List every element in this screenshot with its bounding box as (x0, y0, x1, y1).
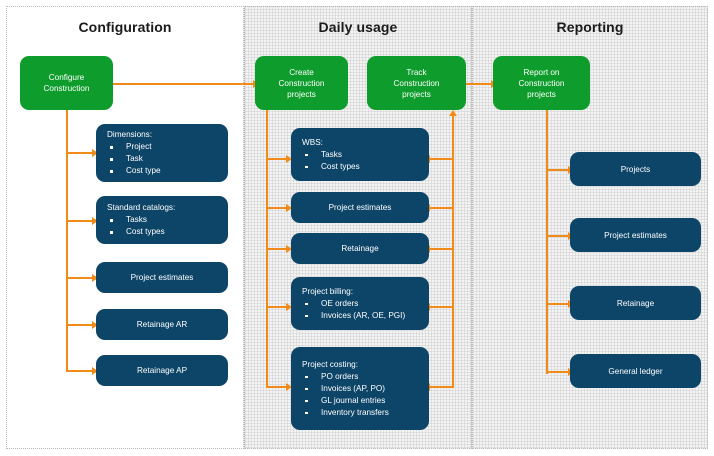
connector-track-branch-3 (430, 248, 454, 250)
node-label: Project estimates (130, 273, 194, 282)
list-item: Invoices (AR, OE, PGI) (302, 310, 429, 322)
connector-config-branch-2 (66, 220, 94, 222)
connector-create-branch-3 (266, 248, 288, 250)
node-bullet-list: Tasks Cost types (291, 149, 429, 173)
node-bullet-list: Project Task Cost type (96, 141, 228, 177)
node-heading: WBS: (302, 137, 323, 147)
node-label: Report on Construction projects (518, 67, 565, 99)
arrowhead-create-branch-1 (286, 155, 292, 163)
node-project-estimates-reporting[interactable]: Project estimates (570, 218, 701, 252)
list-item: OE orders (302, 298, 429, 310)
node-label: Retainage (616, 298, 655, 308)
arrowhead-config-branch-5 (92, 367, 98, 375)
list-item: Tasks (302, 149, 429, 161)
node-project-costing[interactable]: Project costing: PO orders Invoices (AP,… (291, 347, 429, 430)
node-retainage-ap[interactable]: Retainage AP (96, 355, 228, 386)
list-item: GL journal entries (302, 395, 429, 407)
connector-create-branch-5 (266, 386, 288, 388)
connector-report-branch-3 (546, 303, 570, 305)
connector-track-branch-1 (430, 158, 454, 160)
connector-track-branch-5 (430, 386, 454, 388)
connector-track-trunk (452, 116, 454, 388)
connector-config-trunk (66, 110, 68, 372)
connector-report-trunk (546, 110, 548, 374)
list-item: Cost type (107, 165, 228, 177)
connector-create-branch-1 (266, 158, 288, 160)
node-label: Configure Construction (43, 73, 90, 93)
connector-config-branch-5 (66, 370, 94, 372)
arrowhead-track-trunk (449, 110, 457, 116)
node-label: Retainage AP (136, 366, 188, 375)
node-label: Projects (620, 164, 651, 174)
node-label: Project estimates (604, 230, 667, 240)
list-item: Invoices (AP, PO) (302, 383, 429, 395)
node-retainage-daily[interactable]: Retainage (291, 233, 429, 264)
node-label: Retainage AR (136, 320, 188, 329)
node-project-estimates-config[interactable]: Project estimates (96, 262, 228, 293)
node-label: Project estimates (328, 203, 392, 212)
node-dimensions[interactable]: Dimensions: Project Task Cost type (96, 124, 228, 182)
column-title-reporting: Reporting (556, 19, 624, 35)
node-retainage-ar[interactable]: Retainage AR (96, 309, 228, 340)
connector-report-branch-4 (546, 371, 570, 373)
list-item: Project (107, 141, 228, 153)
list-item: Task (107, 153, 228, 165)
node-projects[interactable]: Projects (570, 152, 701, 186)
node-label: Retainage (341, 244, 379, 253)
node-general-ledger[interactable]: General ledger (570, 354, 701, 388)
node-heading: Project billing: (302, 286, 353, 296)
node-bullet-list: Tasks Cost types (96, 214, 228, 238)
arrowhead-config-branch-4 (92, 321, 98, 329)
node-configure-construction[interactable]: Configure Construction (20, 56, 113, 110)
node-standard-catalogs[interactable]: Standard catalogs: Tasks Cost types (96, 196, 228, 244)
list-item: PO orders (302, 371, 429, 383)
arrowhead-create-branch-2 (286, 204, 292, 212)
connector-track-to-report (466, 83, 493, 85)
list-item: Inventory transfers (302, 407, 429, 419)
connector-create-branch-2 (266, 207, 288, 209)
node-track-construction-projects[interactable]: Track Construction projects (367, 56, 466, 110)
node-bullet-list: PO orders Invoices (AP, PO) GL journal e… (291, 371, 429, 419)
column-title-configuration: Configuration (78, 19, 172, 35)
node-project-estimates-daily[interactable]: Project estimates (291, 192, 429, 223)
node-label: General ledger (608, 366, 663, 376)
list-item: Cost types (107, 226, 228, 238)
connector-config-branch-4 (66, 324, 94, 326)
list-item: Cost types (302, 161, 429, 173)
connector-create-branch-4 (266, 306, 288, 308)
connector-report-branch-1 (546, 169, 570, 171)
connector-config-branch-1 (66, 152, 94, 154)
node-wbs[interactable]: WBS: Tasks Cost types (291, 128, 429, 181)
node-heading: Standard catalogs: (107, 203, 176, 212)
node-bullet-list: OE orders Invoices (AR, OE, PGI) (291, 298, 429, 322)
node-retainage-reporting[interactable]: Retainage (570, 286, 701, 320)
node-label: Create Construction projects (278, 67, 325, 99)
connector-track-branch-2 (430, 207, 454, 209)
column-title-daily-usage: Daily usage (318, 19, 398, 35)
connector-config-branch-3 (66, 277, 94, 279)
connector-track-branch-4 (430, 306, 454, 308)
list-item: Tasks (107, 214, 228, 226)
arrowhead-config-branch-2 (92, 217, 98, 225)
node-heading: Project costing: (302, 359, 358, 369)
node-label: Track Construction projects (393, 67, 440, 99)
connector-report-branch-2 (546, 235, 570, 237)
node-create-construction-projects[interactable]: Create Construction projects (255, 56, 348, 110)
arrowhead-config-branch-3 (92, 274, 98, 282)
arrowhead-create-branch-5 (286, 383, 292, 391)
arrowhead-create-branch-3 (286, 245, 292, 253)
node-heading: Dimensions: (107, 130, 153, 139)
arrowhead-config-branch-1 (92, 149, 98, 157)
node-project-billing[interactable]: Project billing: OE orders Invoices (AR,… (291, 277, 429, 330)
connector-configure-to-create (113, 83, 255, 85)
node-report-on-construction-projects[interactable]: Report on Construction projects (493, 56, 590, 110)
arrowhead-create-branch-4 (286, 303, 292, 311)
